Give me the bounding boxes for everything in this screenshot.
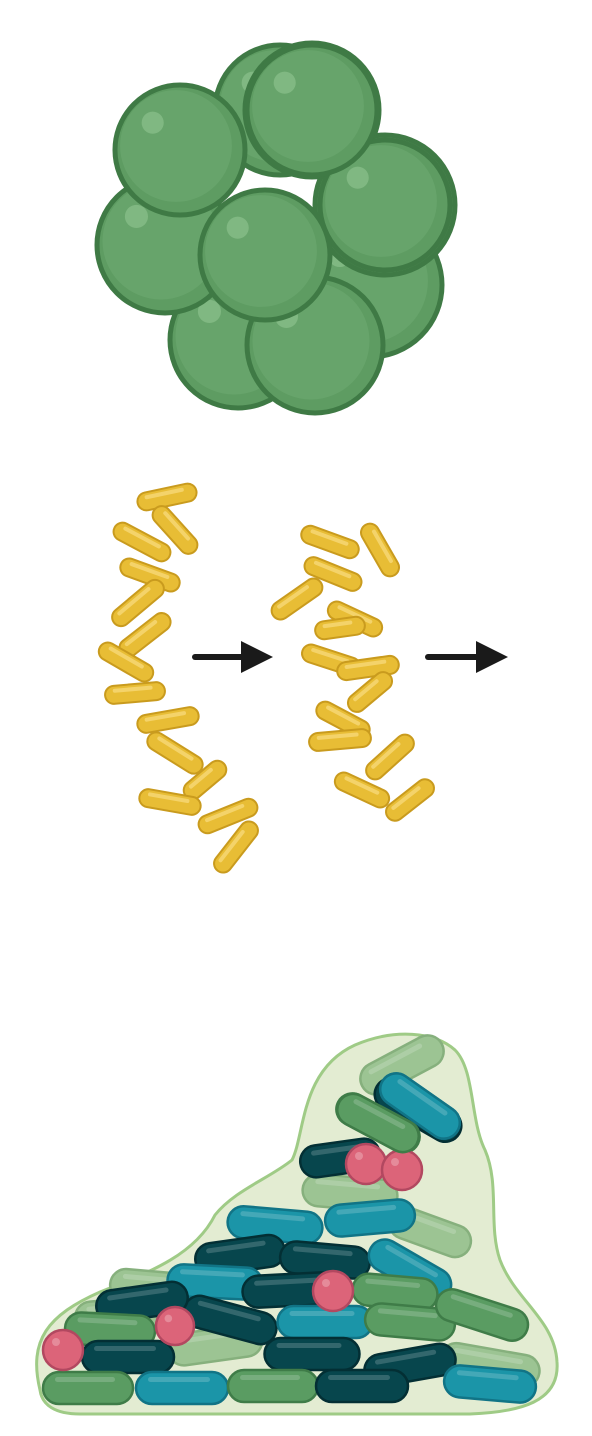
rod-cell — [308, 728, 372, 752]
rod-cell — [360, 522, 400, 578]
rod-cell — [151, 505, 199, 555]
rod-cell — [336, 1092, 420, 1154]
rod-cell — [303, 556, 363, 592]
rod-cell — [365, 733, 415, 781]
rod-cell — [378, 1072, 462, 1140]
biofilm-panel — [0, 1010, 592, 1436]
biofilm — [35, 1032, 559, 1416]
rod-cell — [146, 731, 204, 775]
rod-cell — [80, 1339, 176, 1375]
rod-cell — [213, 820, 259, 874]
rod-cell — [134, 1370, 230, 1406]
rod-cell — [363, 1302, 457, 1342]
rod-chain-illustration — [97, 482, 508, 874]
rod-cell — [346, 671, 394, 713]
sphere-cell — [197, 187, 333, 323]
rod-cell — [323, 1198, 417, 1238]
rod-cell — [41, 1370, 135, 1406]
rod-cell — [111, 578, 165, 628]
coccus-cell — [41, 1328, 85, 1372]
rod-cell — [226, 1368, 320, 1404]
biofilm-illustration — [35, 1032, 559, 1416]
rod-cell — [136, 706, 200, 734]
coccus-cell — [154, 1305, 196, 1347]
rod-cell — [97, 641, 155, 683]
sphere-cell — [112, 82, 248, 218]
rod-cell — [270, 577, 324, 621]
rod-cell — [138, 788, 202, 816]
rod-cell — [351, 1272, 439, 1312]
rod-cell — [434, 1288, 530, 1342]
coccus-cell — [311, 1269, 355, 1313]
rod-cell — [104, 681, 166, 705]
sphere-cell — [317, 137, 453, 273]
rod-cell — [263, 1336, 361, 1372]
coccus-cell — [380, 1148, 424, 1192]
rod-cell — [333, 771, 391, 809]
rod-cell — [166, 1263, 264, 1301]
rod-cell — [314, 615, 366, 641]
rod-chain-panel — [0, 470, 592, 890]
rod-cell — [112, 521, 172, 563]
rod-cell — [385, 778, 435, 822]
rod-cell — [314, 1368, 410, 1404]
sphere-cell — [244, 42, 380, 178]
rod-cell — [118, 612, 172, 658]
sphere-cluster — [94, 40, 458, 416]
rod-chain-sequence — [97, 482, 508, 874]
rod-cell — [276, 1304, 374, 1340]
rod-cell — [442, 1364, 538, 1404]
rod-cell — [136, 482, 198, 512]
arrow-icon — [425, 641, 508, 673]
rod-cell — [182, 759, 228, 801]
rod-cell — [197, 797, 259, 835]
coccus-cell — [344, 1142, 388, 1186]
sphere-cluster-illustration — [94, 40, 458, 416]
sphere-cluster-panel — [0, 0, 592, 430]
rod-cell — [300, 524, 360, 560]
arrow-icon — [192, 641, 273, 673]
